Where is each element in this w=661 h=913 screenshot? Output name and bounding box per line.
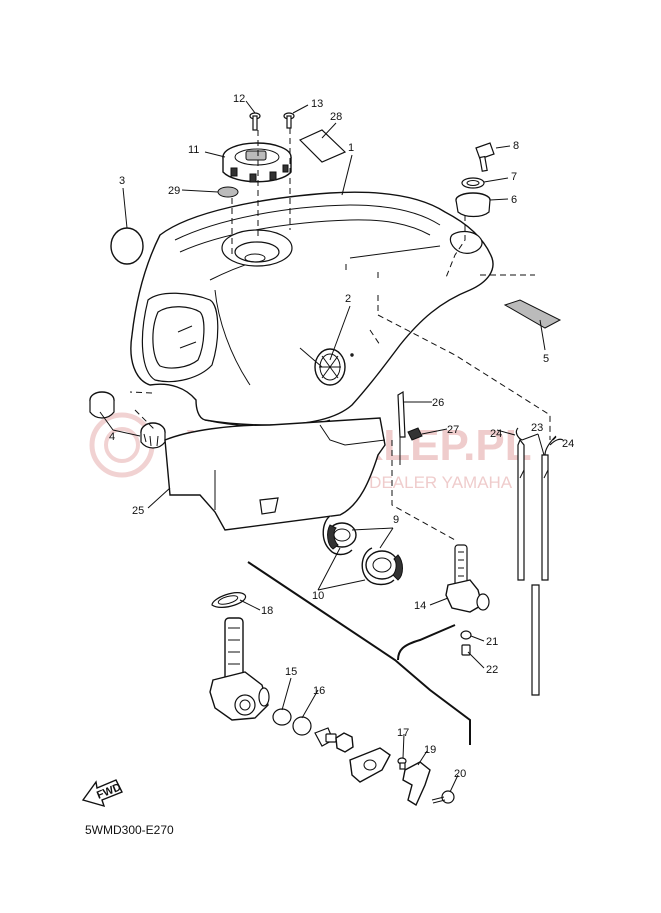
wire-band xyxy=(397,390,406,465)
callout-18: 18 xyxy=(261,605,273,617)
callout-26: 26 xyxy=(432,397,444,409)
callout-29: 29 xyxy=(168,185,180,197)
breather-hoses xyxy=(515,427,564,696)
o-ring-15 xyxy=(272,708,292,726)
callout-2: 2 xyxy=(345,293,351,305)
callout-15: 15 xyxy=(285,666,297,678)
fuel-cock-14 xyxy=(445,544,490,613)
cap-gasket xyxy=(217,186,239,198)
lever-shaft xyxy=(314,727,354,753)
forward-arrow-icon: FWD xyxy=(81,779,123,808)
callout-7: 7 xyxy=(511,171,517,183)
caution-label xyxy=(298,129,347,163)
cap-bolt-12 xyxy=(249,112,261,131)
fuel-cock-assembly xyxy=(209,617,270,721)
callout-25: 25 xyxy=(132,505,144,517)
fuel-tank-shield xyxy=(164,417,386,531)
assembly-lines xyxy=(129,128,551,541)
callout-20: 20 xyxy=(454,768,466,780)
rear-collar xyxy=(461,177,485,189)
callout-23: 23 xyxy=(531,422,543,434)
callout-3: 3 xyxy=(119,175,125,187)
grommet xyxy=(407,427,423,441)
callout-14: 14 xyxy=(414,600,426,612)
callout-6: 6 xyxy=(511,194,517,206)
tank-cap xyxy=(222,142,292,183)
callout-19: 19 xyxy=(424,744,436,756)
cap-bolt-13 xyxy=(283,112,295,129)
callout-5: 5 xyxy=(543,353,549,365)
callout-9: 9 xyxy=(393,514,399,526)
callout-8: 8 xyxy=(513,140,519,152)
drain-washer xyxy=(460,630,472,640)
cock-gasket xyxy=(211,592,247,608)
callout-1: 1 xyxy=(348,142,354,154)
o-ring-16 xyxy=(292,716,312,736)
callout-17: 17 xyxy=(397,727,409,739)
callout-24-right: 24 xyxy=(562,438,574,450)
cap-seal-ring xyxy=(110,227,144,265)
figure-code: 5WMD300-E270 xyxy=(85,823,174,837)
callout-12: 12 xyxy=(233,93,245,105)
callout-27: 27 xyxy=(447,424,459,436)
screw-17 xyxy=(397,757,407,770)
cock-lever xyxy=(402,761,431,807)
callout-28: 28 xyxy=(330,111,342,123)
fwd-label: FWD xyxy=(95,781,123,802)
callout-4: 4 xyxy=(109,431,115,443)
callout-22: 22 xyxy=(486,664,498,676)
callout-numbers: 1 2 3 4 5 6 7 8 9 10 11 12 13 14 15 16 1… xyxy=(109,93,574,780)
callout-10: 10 xyxy=(312,590,324,602)
callout-13: 13 xyxy=(311,98,323,110)
lever-plate xyxy=(349,747,391,783)
fuel-hose-clips xyxy=(322,515,403,586)
rear-bolt xyxy=(475,142,495,172)
tank-emblem xyxy=(314,348,354,386)
fuel-tank xyxy=(130,191,494,428)
callout-16: 16 xyxy=(313,685,325,697)
rear-bracket xyxy=(503,299,562,329)
callout-24-left: 24 xyxy=(490,428,502,440)
rear-damper xyxy=(455,192,491,218)
leader-lines xyxy=(99,100,557,793)
screw-20 xyxy=(431,790,455,804)
callout-21: 21 xyxy=(486,636,498,648)
tank-damper xyxy=(89,391,166,449)
callout-11: 11 xyxy=(188,144,199,156)
overflow-hose-line xyxy=(247,561,471,745)
